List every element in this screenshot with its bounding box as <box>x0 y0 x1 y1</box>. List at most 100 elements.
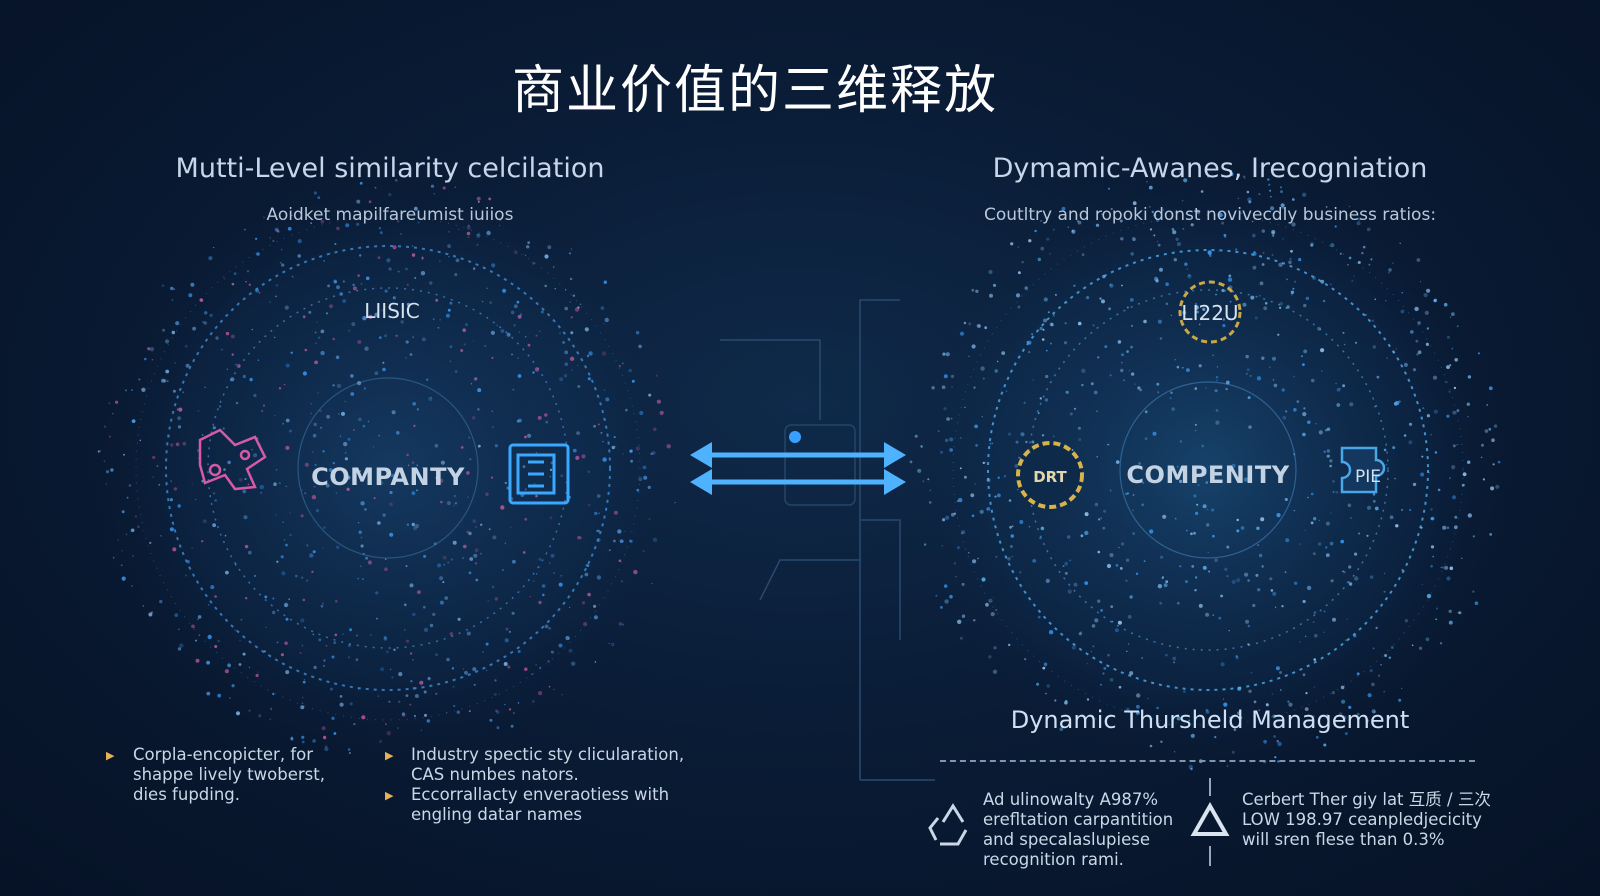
particle-dot <box>491 356 494 360</box>
particle-dot <box>225 331 230 336</box>
particle-dot <box>1403 434 1407 437</box>
particle-dot <box>421 256 424 259</box>
particle-dot <box>971 344 976 349</box>
particle-dot <box>336 545 340 549</box>
particle-dot <box>1327 454 1330 458</box>
particle-dot <box>500 329 505 333</box>
particle-dot <box>516 300 520 304</box>
particle-dot <box>420 271 426 276</box>
particle-dot <box>1430 433 1432 436</box>
particle-dot <box>937 430 940 433</box>
particle-dot <box>281 571 286 576</box>
double-arrow-icon <box>690 442 906 495</box>
particle-dot <box>512 388 515 391</box>
particle-dot <box>184 344 188 348</box>
particle-dot <box>993 646 997 650</box>
particle-dot <box>1272 356 1276 361</box>
particle-dot <box>1091 624 1096 628</box>
particle-dot <box>1094 618 1099 623</box>
particle-dot <box>374 312 379 317</box>
particle-dot <box>1086 296 1090 300</box>
particle-dot <box>648 393 652 397</box>
particle-dot <box>1305 692 1308 695</box>
particle-dot <box>273 336 276 339</box>
particle-dot <box>635 446 640 451</box>
particle-dot <box>247 483 250 486</box>
particle-dot <box>1128 369 1131 372</box>
particle-dot <box>1411 644 1414 647</box>
particle-dot <box>931 386 935 390</box>
stat-item-1: Ad ulinowalty A987% erefltation carpanti… <box>983 790 1174 869</box>
particle-dot <box>423 554 427 558</box>
particle-dot <box>410 680 413 683</box>
particle-dot <box>1386 357 1388 359</box>
particle-dot <box>940 450 943 454</box>
particle-dot <box>1159 267 1163 272</box>
particle-dot <box>405 694 409 697</box>
particle-dot <box>177 628 180 631</box>
particle-dot <box>230 377 235 382</box>
particle-dot <box>276 560 279 563</box>
particle-dot <box>596 494 601 498</box>
particle-dot <box>550 650 554 654</box>
particle-dot <box>619 539 624 543</box>
particle-dot <box>517 314 522 319</box>
particle-dot <box>389 532 394 537</box>
particle-dot <box>512 711 516 715</box>
particle-dot <box>971 288 975 292</box>
particle-dot <box>1422 407 1425 410</box>
particle-dot <box>527 241 531 245</box>
particle-dot <box>195 498 197 501</box>
particle-dot <box>1353 275 1355 278</box>
particle-dot <box>1207 175 1210 178</box>
particle-dot <box>1336 403 1341 407</box>
particle-dot <box>961 582 965 586</box>
particle-dot <box>1377 674 1381 677</box>
particle-dot <box>1275 666 1280 671</box>
particle-dot <box>1383 572 1386 575</box>
particle-dot <box>311 570 314 573</box>
particle-dot <box>432 612 436 617</box>
particle-dot <box>1325 714 1329 718</box>
particle-dot <box>382 513 386 517</box>
particle-dot <box>1118 685 1122 689</box>
particle-dot <box>256 252 260 256</box>
particle-dot <box>959 467 962 470</box>
particle-dot <box>244 544 249 549</box>
particle-dot <box>1172 656 1177 661</box>
particle-dot <box>1456 325 1459 328</box>
particle-dot <box>1280 190 1283 194</box>
particle-dot <box>594 511 598 515</box>
particle-dot <box>558 582 563 587</box>
particle-dot <box>1174 517 1177 520</box>
particle-dot <box>1246 190 1250 194</box>
warning-triangle-icon <box>1190 801 1230 836</box>
particle-dot <box>554 288 556 290</box>
particle-dot <box>494 597 498 601</box>
particle-dot <box>1120 237 1124 241</box>
particle-dot <box>1077 220 1079 223</box>
particle-dot <box>302 598 306 602</box>
particle-dot <box>953 512 957 515</box>
particle-dot <box>338 413 340 415</box>
particle-dot <box>434 443 439 448</box>
particle-dot <box>110 468 114 472</box>
particle-dot <box>1345 639 1347 642</box>
particle-dot <box>1243 477 1249 482</box>
particle-dot <box>642 465 647 470</box>
particle-dot <box>362 424 366 428</box>
particle-dot <box>942 352 946 356</box>
particle-dot <box>174 362 176 364</box>
particle-dot <box>1009 525 1012 529</box>
particle-dot <box>224 534 227 537</box>
particle-dot <box>1453 386 1457 390</box>
particle-dot <box>468 531 472 536</box>
particle-dot <box>504 481 507 485</box>
particle-dot <box>1040 219 1043 222</box>
particle-dot <box>1101 299 1105 304</box>
particle-dot <box>233 272 237 276</box>
particle-dot <box>572 294 576 297</box>
particle-dot <box>1071 449 1074 451</box>
particle-dot <box>1394 400 1400 406</box>
particle-dot <box>544 624 549 629</box>
